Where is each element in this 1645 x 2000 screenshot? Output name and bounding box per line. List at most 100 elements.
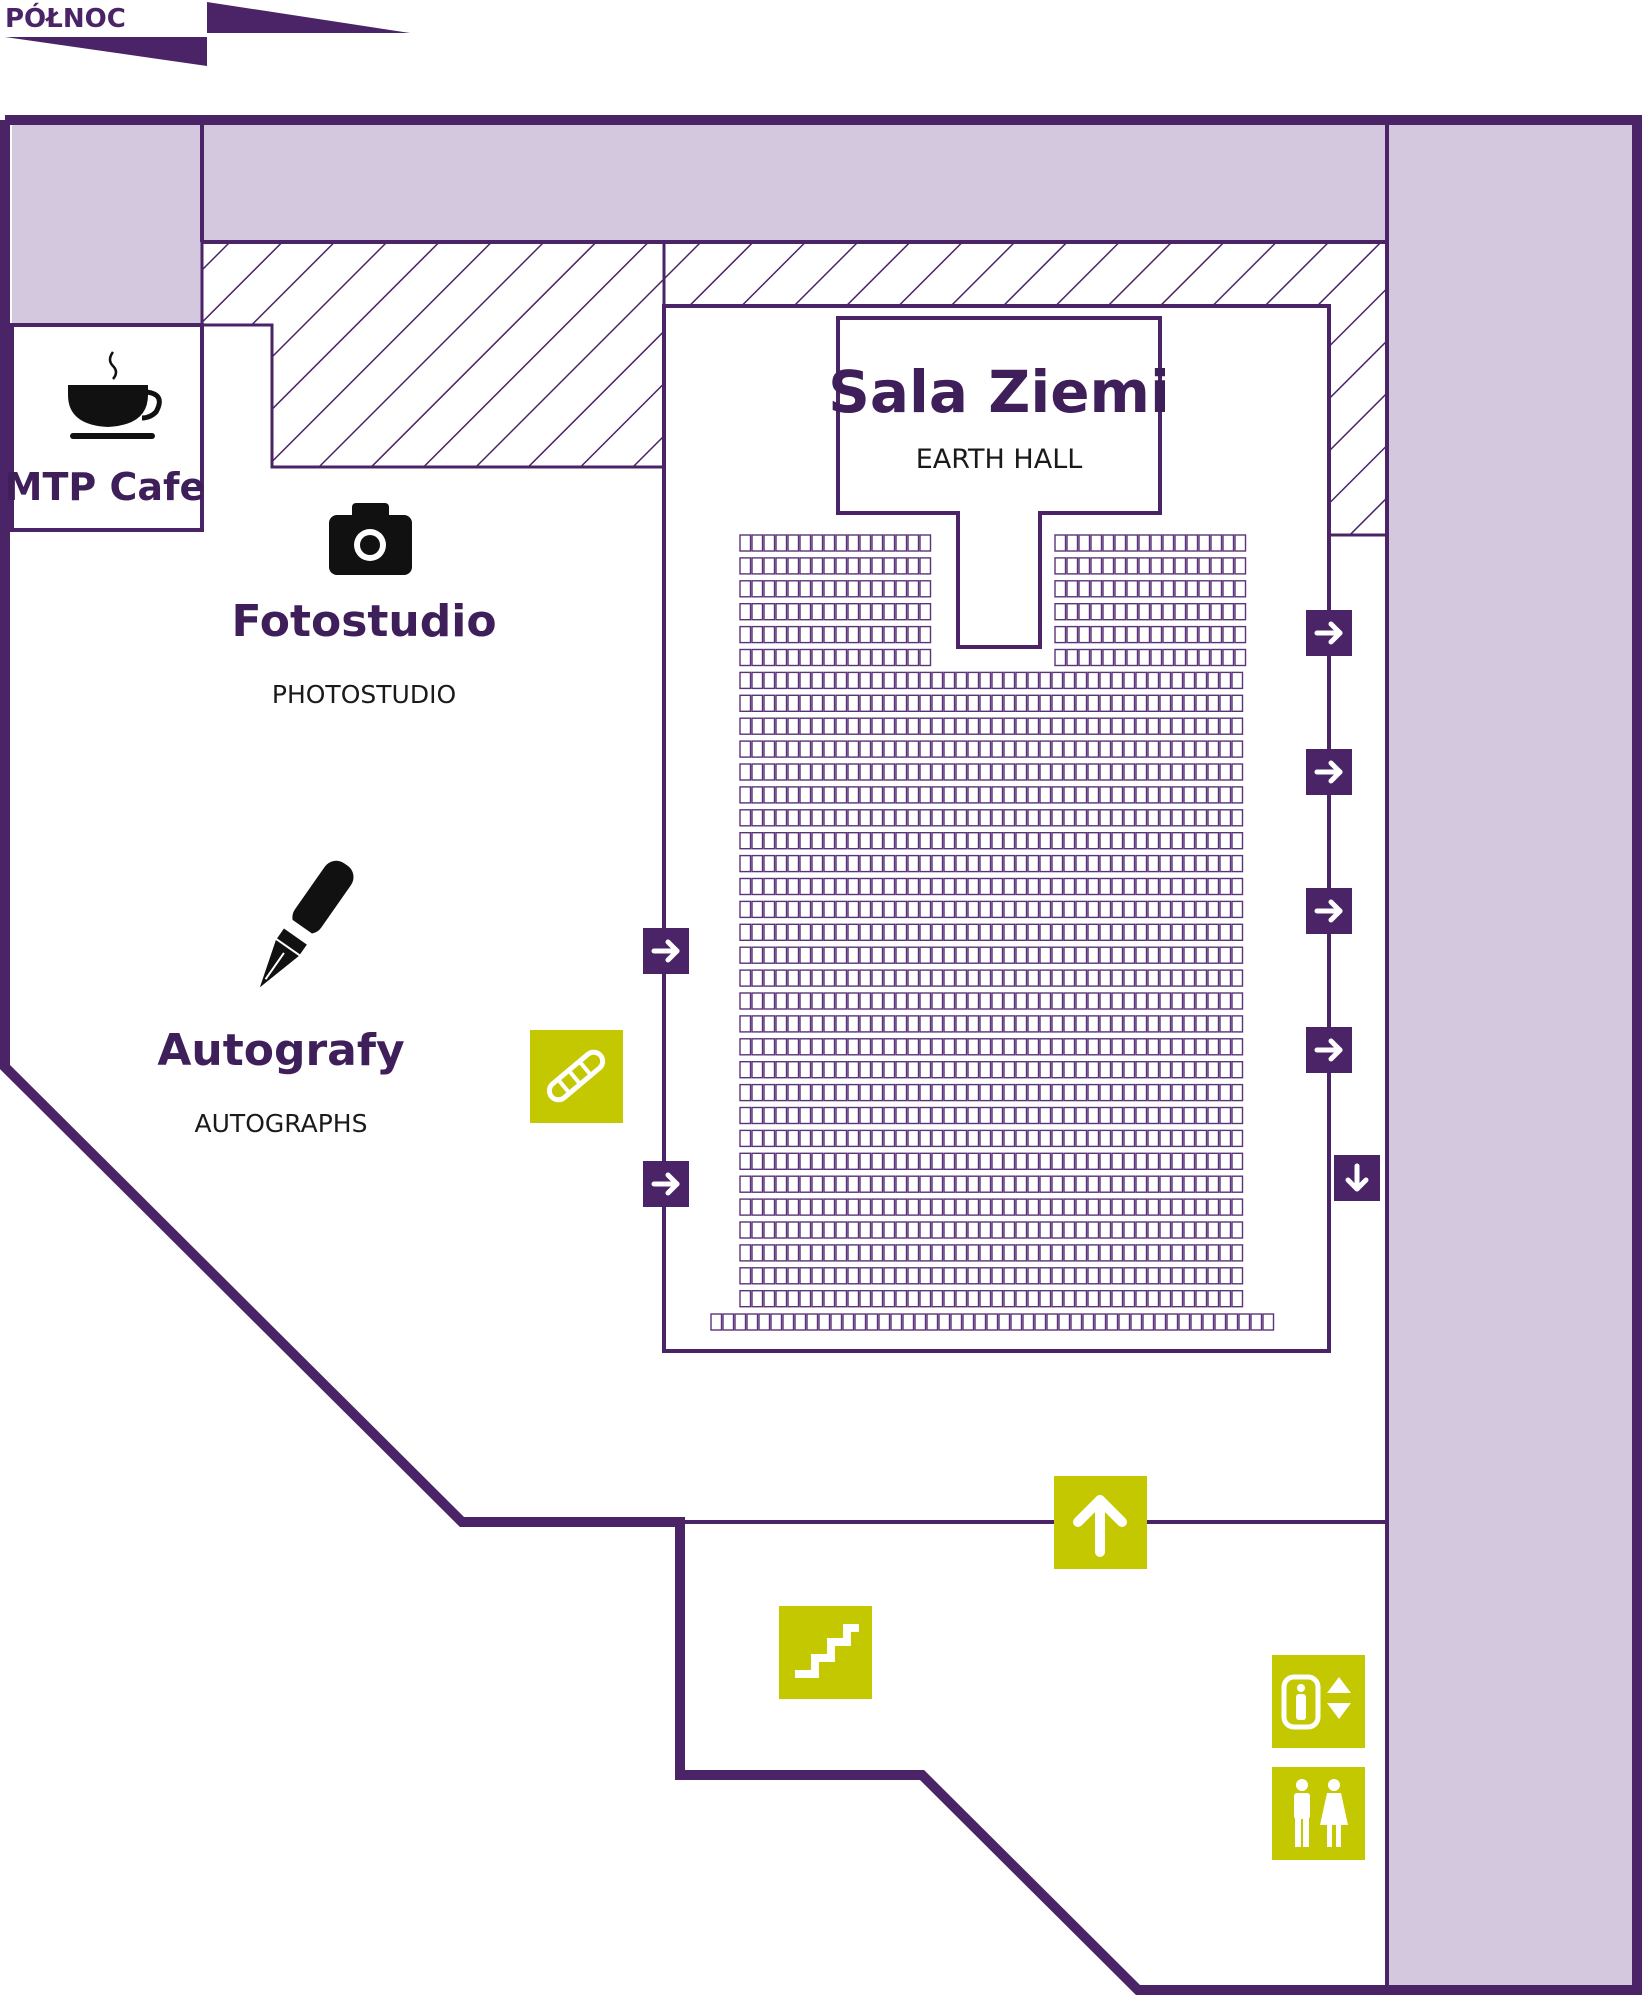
seat [1231, 1106, 1244, 1125]
seat [1198, 648, 1211, 667]
arrow-right-icon [1314, 1038, 1343, 1062]
seat [991, 923, 1004, 941]
seat [967, 1267, 980, 1285]
seat [907, 900, 920, 919]
door-right-2[interactable] [1306, 749, 1352, 795]
door-right-1[interactable] [1306, 610, 1352, 656]
seat [1111, 717, 1124, 735]
seat [1123, 854, 1136, 873]
seat [1114, 625, 1127, 644]
autographs-name: Autografy [157, 1025, 404, 1076]
seat [883, 923, 896, 941]
seat [1150, 603, 1163, 621]
seat [787, 877, 800, 896]
seat [1087, 786, 1100, 804]
seat [1066, 625, 1079, 644]
seat [859, 923, 872, 941]
seat [859, 1038, 872, 1056]
seat [967, 923, 980, 941]
seat [1099, 1152, 1112, 1171]
seat [1183, 1038, 1196, 1056]
seat [823, 1129, 836, 1148]
seat [787, 625, 800, 644]
seat [751, 648, 764, 667]
seat [967, 694, 980, 712]
door-right-4[interactable] [1306, 1027, 1352, 1073]
seat [739, 854, 752, 873]
seat [1207, 1083, 1220, 1102]
arrow-up-icon [1073, 1495, 1127, 1557]
exit-up-sign[interactable] [1054, 1476, 1147, 1569]
seat [931, 854, 944, 873]
seat [751, 1267, 764, 1285]
seat [823, 694, 836, 712]
seat [991, 671, 1004, 690]
seat [1210, 648, 1223, 667]
seat [1207, 992, 1220, 1010]
seat [919, 1152, 932, 1171]
seat [799, 992, 812, 1010]
seat [979, 1198, 992, 1216]
seat [1135, 900, 1148, 919]
seat [859, 1244, 872, 1262]
seat [1075, 946, 1088, 964]
toilets-sign[interactable] [1272, 1767, 1365, 1860]
seat [799, 557, 812, 575]
seat [1219, 1244, 1232, 1262]
seat [1171, 1221, 1184, 1239]
seat [770, 1313, 783, 1331]
door-left-2[interactable] [643, 1161, 689, 1207]
seat [871, 1244, 884, 1262]
seat [859, 1106, 872, 1125]
seat [739, 534, 752, 552]
seat [1039, 1083, 1052, 1102]
seat [1099, 923, 1112, 941]
stairs-sign[interactable] [779, 1606, 872, 1699]
seat [1183, 694, 1196, 712]
seat [1070, 1313, 1083, 1331]
seat [919, 1244, 932, 1262]
seat [1051, 832, 1064, 850]
seat [1135, 1015, 1148, 1033]
seat [1126, 534, 1139, 552]
seat [775, 1060, 788, 1079]
seat [907, 1083, 920, 1102]
seat-row [739, 1152, 1244, 1171]
seat [1159, 969, 1172, 987]
seat [751, 832, 764, 850]
seat [1159, 832, 1172, 850]
earth-hall-label-group: Sala Ziemi EARTH HALL [828, 358, 1170, 475]
seat [1003, 1083, 1016, 1102]
seat [1171, 1289, 1184, 1308]
elevator-sign[interactable] [1272, 1655, 1365, 1748]
seat [1234, 557, 1247, 575]
door-left-1[interactable] [643, 928, 689, 974]
door-right-3[interactable] [1306, 888, 1352, 934]
seat [823, 1106, 836, 1125]
seat [847, 854, 860, 873]
seat [919, 717, 932, 735]
seat [847, 1175, 860, 1193]
door-right-5[interactable] [1334, 1155, 1380, 1201]
seat [775, 1106, 788, 1125]
seat [871, 1175, 884, 1193]
seat [1027, 900, 1040, 919]
seat [1111, 1221, 1124, 1239]
seat [847, 1221, 860, 1239]
seat [871, 671, 884, 690]
seat [1123, 763, 1136, 781]
seat [775, 946, 788, 964]
seat [967, 1152, 980, 1171]
seat [1219, 900, 1232, 919]
seat [919, 854, 932, 873]
seat [775, 625, 788, 644]
seat [1087, 694, 1100, 712]
seat [1078, 580, 1091, 598]
seat [883, 1152, 896, 1171]
seat [823, 854, 836, 873]
seat [1231, 1015, 1244, 1033]
no-smoking-sign[interactable] [530, 1030, 623, 1123]
seat [931, 877, 944, 896]
seat [799, 1221, 812, 1239]
seat [1207, 923, 1220, 941]
